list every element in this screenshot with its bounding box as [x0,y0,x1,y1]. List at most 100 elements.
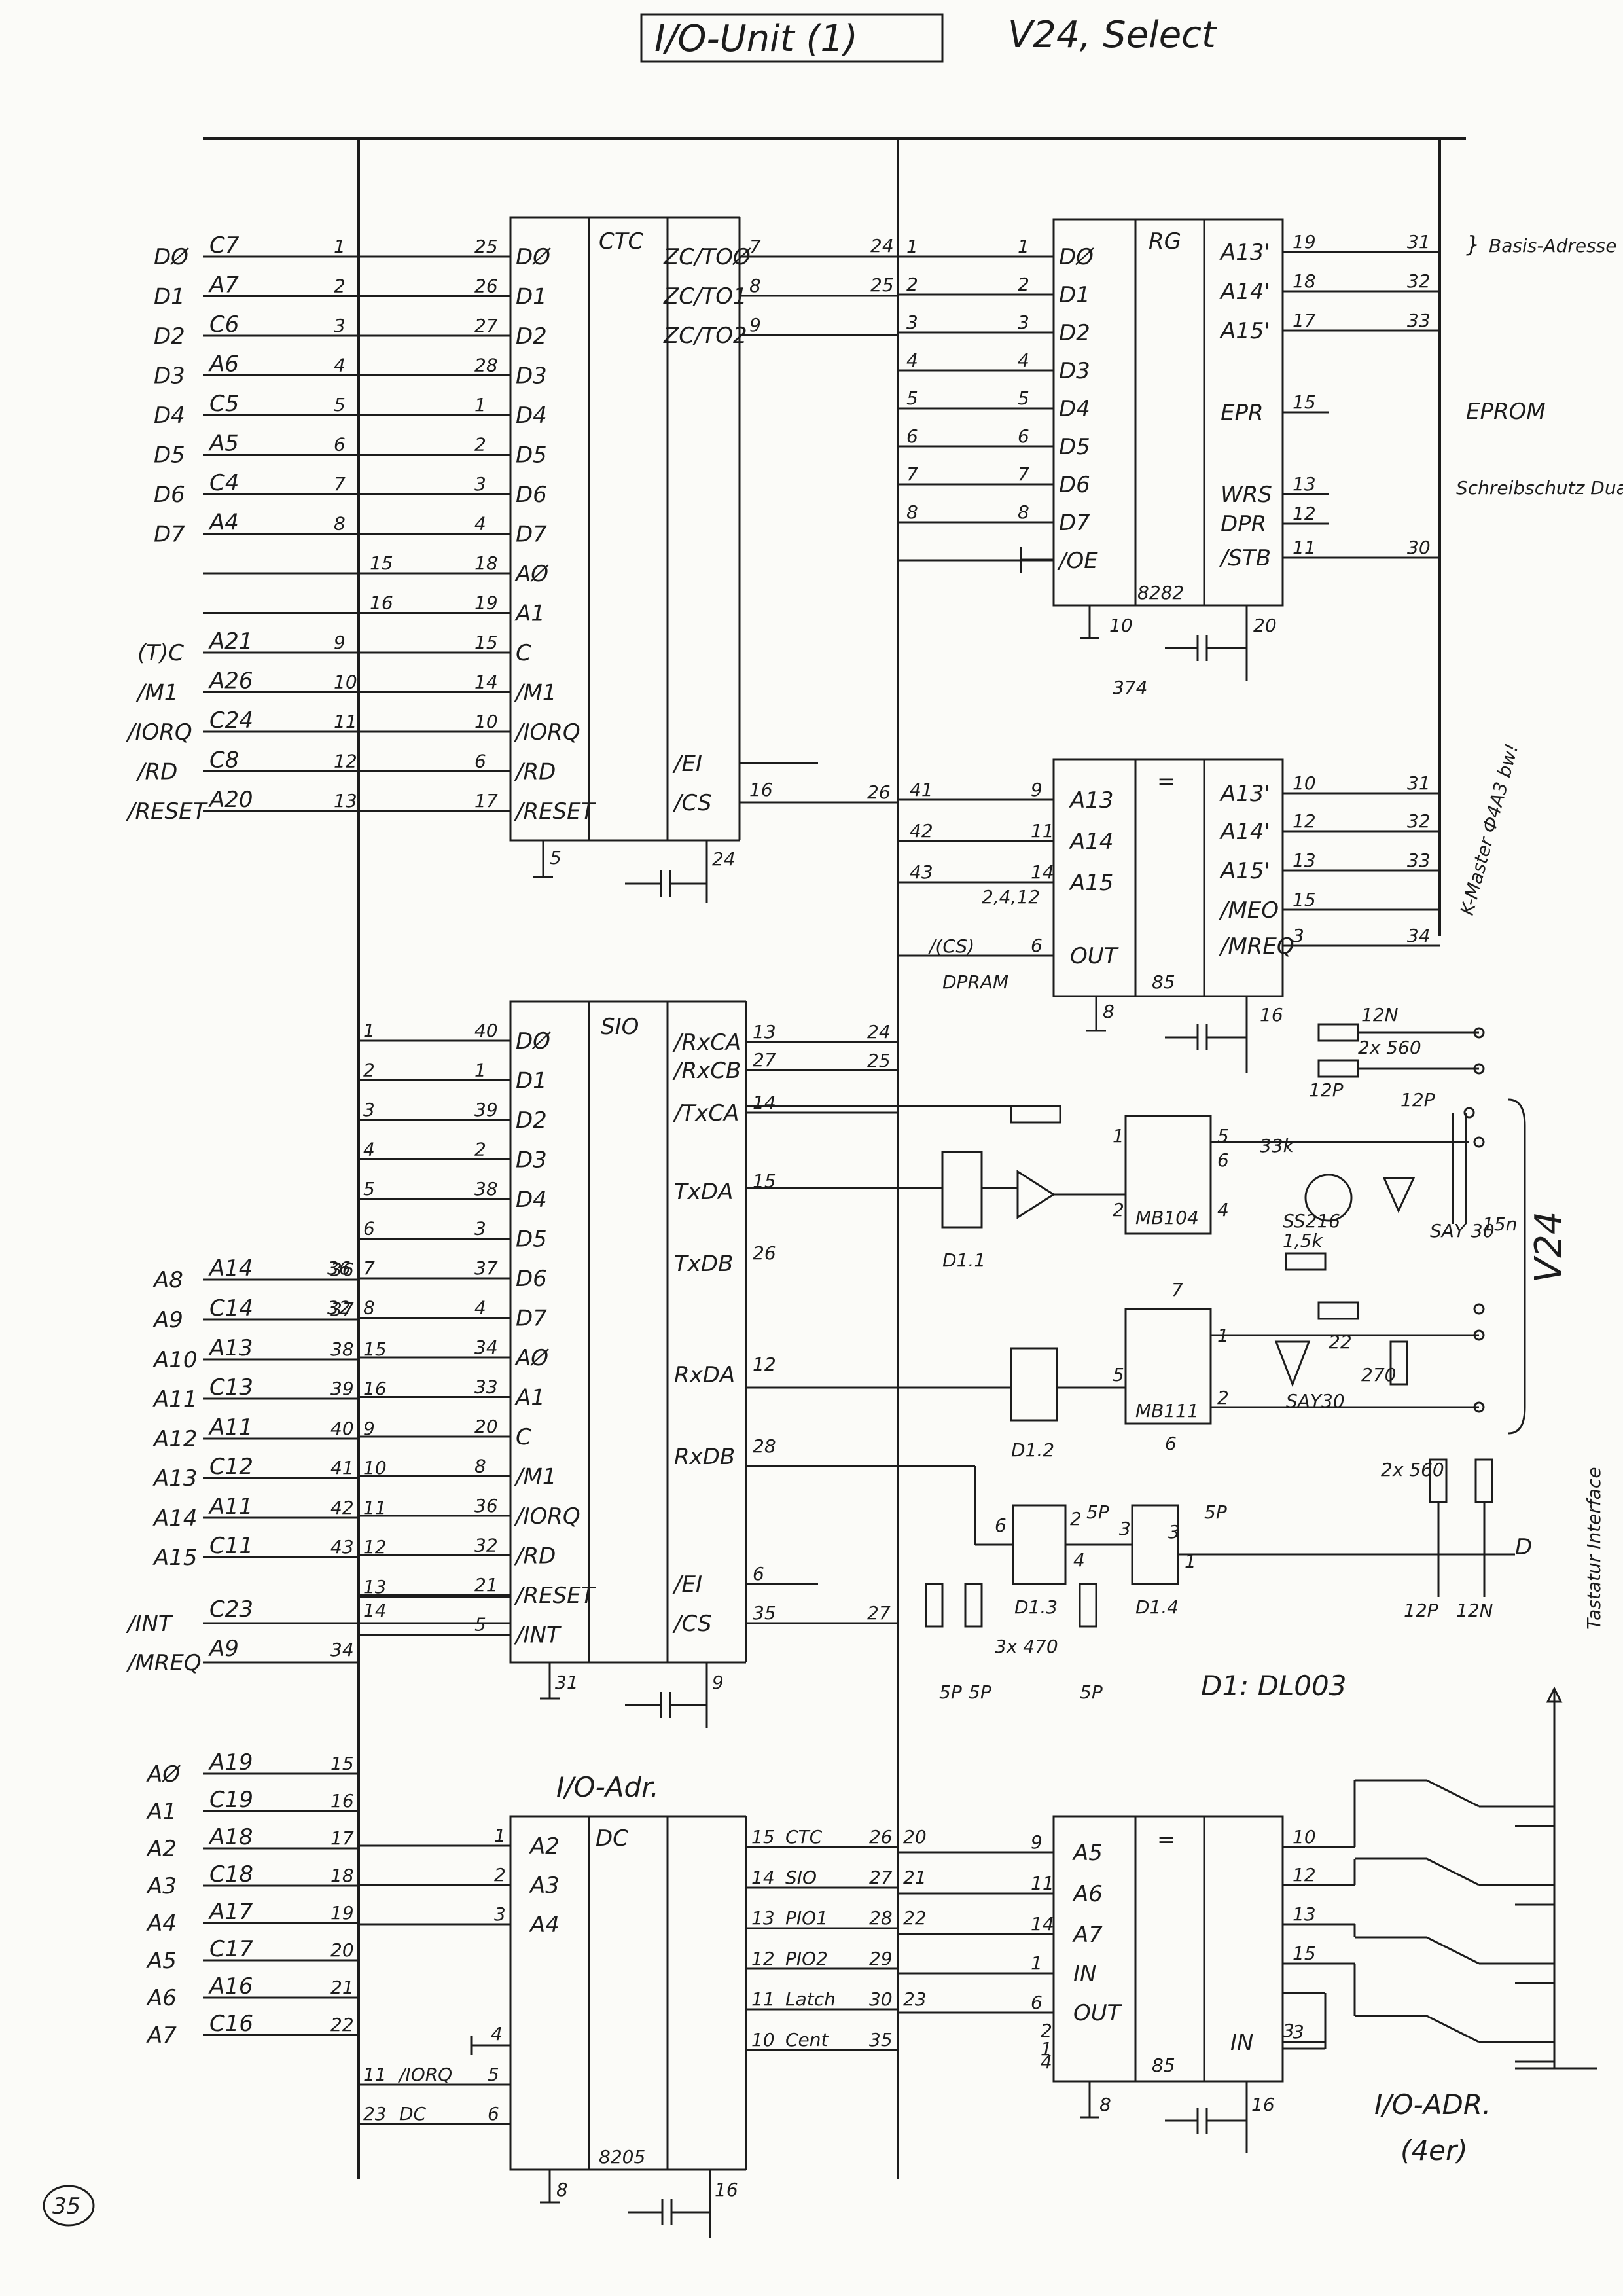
sio-right-pin-number: 28 [753,1435,776,1457]
note-io-4er: (4er) [1400,2134,1468,2166]
bus-dc-ctrl-number: 11 [363,2064,387,2085]
rg-left-pin-label: D5 [1059,434,1090,460]
dc-right-pin-number: 10 [751,2029,775,2051]
switch-lever [1426,1936,1480,1965]
ctc-left-pin-number: 25 [474,236,498,257]
rg-left-pin-label: /OE [1057,548,1098,574]
bus-ctc-data-signal: DØ [154,244,189,270]
dc-right-pin-number: 14 [751,1867,775,1888]
v24-component-value: 1,5k [1283,1230,1324,1251]
bus-mid-rg-from: 2 [906,274,918,295]
bus-dc-addr-signal: A3 [146,1873,177,1899]
bus-ctc-addr-number: 15 [370,552,393,574]
bus-dc-addr-pin: A17 [208,1899,253,1925]
cmp2-left-pin-label: A6 [1072,1881,1103,1907]
sio-left-pin-label: D4 [516,1187,547,1213]
rg-right-pin-label: WRS [1221,482,1272,508]
bus-sio-data-number: 8 [363,1297,375,1319]
bus-mid-rg-from: 6 [906,425,918,447]
ctc-gnd-pin: 5 [550,847,562,869]
rg-left-pin-number: 8 [1018,501,1029,523]
cmp2-left-pin-number: 11 [1031,1873,1054,1894]
dc-left-pin-number: 2 [494,1864,506,1886]
sio-right-pin-label: TxDA [674,1179,733,1205]
note-basis: Basis-Adresse DPRAM [1489,235,1623,257]
sio-left-pin-label: /RESET [514,1583,596,1609]
bus-right-cmp1-to: 32 [1407,810,1431,832]
sio-name: SIO [601,1014,639,1040]
sio-left-pin-number: 1 [474,1060,486,1081]
bus-dc-addr-number: 18 [330,1865,354,1886]
rg-left-pin-number: 3 [1018,312,1029,333]
bus-right-cmp1-to: 31 [1407,772,1431,794]
v24-pin-number: 1 [1113,1125,1124,1147]
resistor-470-b [964,1583,983,1628]
rg-left-pin-label: D1 [1059,282,1090,308]
cmp1-left-pin-label: OUT [1070,943,1119,969]
dc-pin-4: 4 [491,2023,503,2045]
v24-pin-number: 6 [1165,1433,1177,1454]
ctc-left-pin-label: /RESET [514,798,596,825]
ctc-left-pin-label: D7 [516,522,547,548]
ctc-left-pin-number: 26 [474,276,498,297]
buffer-d1-2 [1010,1347,1058,1422]
sio-right-pin-label: /CS [672,1611,711,1637]
chip-ctc: CTC DØ25D126D227D328D41D52D63D74AØ18A119… [359,216,898,903]
cmp2-right-pin-number: 12 [1293,1864,1316,1886]
bus-sio-addr-number: 40 [330,1418,354,1439]
sio-left-pin-number: 39 [474,1099,498,1121]
rg-cap-label: 374 [1113,677,1147,698]
sio-left-pin-number: 5 [474,1614,486,1636]
ctc-left-pin-label: /IORQ [514,719,580,745]
bus-ctc-ctrl-pin: C24 [209,708,253,734]
v24-component-value: 33k [1260,1135,1295,1157]
bus-ctc-ctrl-number: 13 [334,790,357,812]
bus-ctc-data-pin: A5 [208,431,239,457]
dc-left-pin-number: 3 [494,1903,506,1925]
bus-dc-addr-signal: A7 [146,2022,177,2049]
resistor-560-a [1317,1023,1359,1042]
bus-mid-cmp1-from: 41 [910,779,933,800]
v24-component-value: SS216 [1283,1210,1340,1232]
bus-ctc-data-signal: D5 [154,442,185,469]
bus-dc-addr-number: 19 [330,1902,354,1924]
rg-left-pin-label: D2 [1059,320,1090,346]
buffer-d1-1 [941,1151,983,1229]
bus-ctc-data-pin: C6 [209,312,239,338]
cmp1-left-pin-label: A13 [1069,787,1114,814]
bus-mreq-number: 34 [330,1639,354,1660]
v24-pin-number: 1 [1217,1325,1229,1346]
bus-sio-data-bus: 32 [327,1297,351,1319]
bus-sio-addr-pin: A14 [208,1255,253,1282]
bus-sio-addr-number: 39 [330,1378,354,1399]
dc-right-pin-label: PIO1 [785,1907,828,1929]
sio-left-pin-label: C [516,1424,531,1450]
bus-mid-ctc-to: 25 [870,274,894,296]
rg-right-pin-number: 15 [1293,391,1316,413]
bus-ctc-ctrl-pin: A26 [208,668,253,694]
title-box [640,13,944,63]
bus-sio-addr-pin: C12 [209,1454,253,1480]
rg-left-pin-number: 5 [1018,387,1029,409]
bus-ctc-data-pin: C7 [209,232,240,259]
cmp1-left-pin-number: 9 [1031,779,1043,800]
sio-left-pin-label: D5 [516,1227,547,1253]
dc-gnd-pin: 8 [556,2179,568,2200]
v24-pin-number: 3 [1119,1518,1131,1539]
cmp1-name: = [1157,768,1176,795]
sio-right-pin-label: /EI [672,1571,702,1598]
sio-right-pin-number: 13 [753,1021,776,1043]
bus-ctc-ctrl-signal: /IORQ [126,719,192,745]
dc-right-pin-label: Latch [785,1988,836,2010]
rg-right-pin-label: A13' [1219,240,1270,266]
dc-right-pin-dest: 28 [869,1907,893,1929]
resistor-1k5 [1285,1252,1327,1271]
rg-left-pin-number: 4 [1018,350,1029,371]
sio-left-pin-number: 2 [474,1139,486,1160]
bus-mid-rg-from: 3 [906,312,918,333]
rg-left-pin-label: D3 [1059,358,1090,384]
cmp1-right-pin-number: 3 [1293,925,1304,946]
v24-component-value: 270 [1361,1364,1396,1386]
